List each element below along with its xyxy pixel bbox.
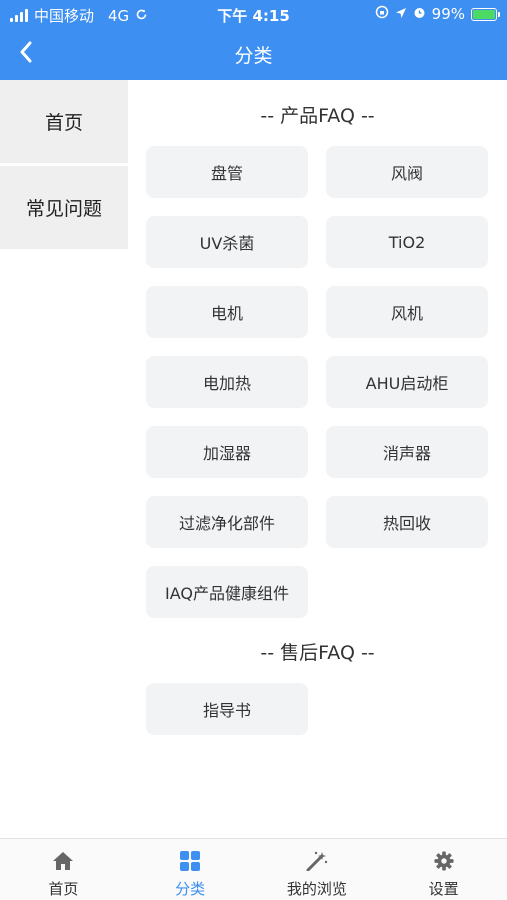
tab-settings[interactable]: 设置 — [380, 839, 507, 900]
battery-level — [473, 9, 495, 19]
carrier-label: 中国移动 — [34, 7, 95, 25]
nav-bar: 分类 — [0, 28, 507, 80]
alarm-icon — [413, 5, 426, 23]
home-icon — [52, 851, 74, 875]
tab-bar: 首页 分类 我的浏览 设置 — [0, 838, 507, 900]
category-item[interactable]: AHU启动柜 — [326, 356, 488, 408]
sync-icon — [135, 7, 148, 25]
tab-label: 设置 — [428, 880, 459, 898]
chevron-left-icon — [19, 41, 33, 67]
status-right: 99% — [375, 5, 500, 23]
status-time: 下午 4:15 — [217, 7, 290, 25]
tab-history[interactable]: 我的浏览 — [254, 839, 381, 900]
category-item[interactable]: 风阀 — [326, 146, 488, 198]
category-item[interactable]: 盘管 — [146, 146, 308, 198]
category-item[interactable]: UV杀菌 — [146, 216, 308, 268]
battery-percent: 99% — [431, 5, 465, 23]
signal-icon — [10, 9, 28, 22]
gear-icon — [433, 851, 455, 875]
tab-label: 我的浏览 — [286, 880, 347, 898]
network-label: 4G — [108, 6, 130, 25]
tab-label: 分类 — [175, 880, 206, 898]
location-icon — [395, 5, 407, 23]
sidebar-item-label: 常见问题 — [25, 198, 102, 220]
page-title: 分类 — [234, 45, 273, 67]
section-title-aftersales-faq: -- 售后FAQ -- — [260, 642, 375, 664]
section-title-product-faq: -- 产品FAQ -- — [260, 105, 375, 127]
sidebar-item-home[interactable]: 首页 — [0, 80, 128, 166]
category-item[interactable]: IAQ产品健康组件 — [146, 566, 308, 618]
category-item[interactable]: 加湿器 — [146, 426, 308, 478]
category-item[interactable]: TiO2 — [326, 216, 488, 268]
tab-home[interactable]: 首页 — [0, 839, 127, 900]
category-content: -- 产品FAQ -- 盘管 风阀 UV杀菌 TiO2 电机 风机 电加热 AH… — [128, 80, 507, 838]
category-item[interactable]: 热回收 — [326, 496, 488, 548]
sidebar-item-faq[interactable]: 常见问题 — [0, 166, 128, 252]
category-item[interactable]: 风机 — [326, 286, 488, 338]
category-item[interactable]: 消声器 — [326, 426, 488, 478]
magic-wand-icon — [306, 851, 328, 875]
product-faq-grid: 盘管 风阀 UV杀菌 TiO2 电机 风机 电加热 AHU启动柜 加湿器 消声器… — [146, 146, 490, 618]
battery-icon — [471, 7, 500, 21]
sidebar-item-label: 首页 — [44, 112, 83, 134]
category-item[interactable]: 电加热 — [146, 356, 308, 408]
status-bar: 中国移动 4G 下午 4:15 99% — [0, 0, 507, 28]
tab-label: 首页 — [48, 880, 79, 898]
category-item[interactable]: 指导书 — [146, 683, 308, 735]
grid-icon — [179, 851, 201, 875]
tab-category[interactable]: 分类 — [127, 839, 254, 900]
status-left: 中国移动 4G — [10, 5, 148, 26]
orientation-lock-icon — [375, 5, 389, 23]
sidebar: 首页 常见问题 — [0, 80, 128, 252]
category-item[interactable]: 电机 — [146, 286, 308, 338]
aftersales-faq-grid: 指导书 — [146, 683, 490, 735]
category-item[interactable]: 过滤净化部件 — [146, 496, 308, 548]
back-button[interactable] — [8, 36, 44, 72]
